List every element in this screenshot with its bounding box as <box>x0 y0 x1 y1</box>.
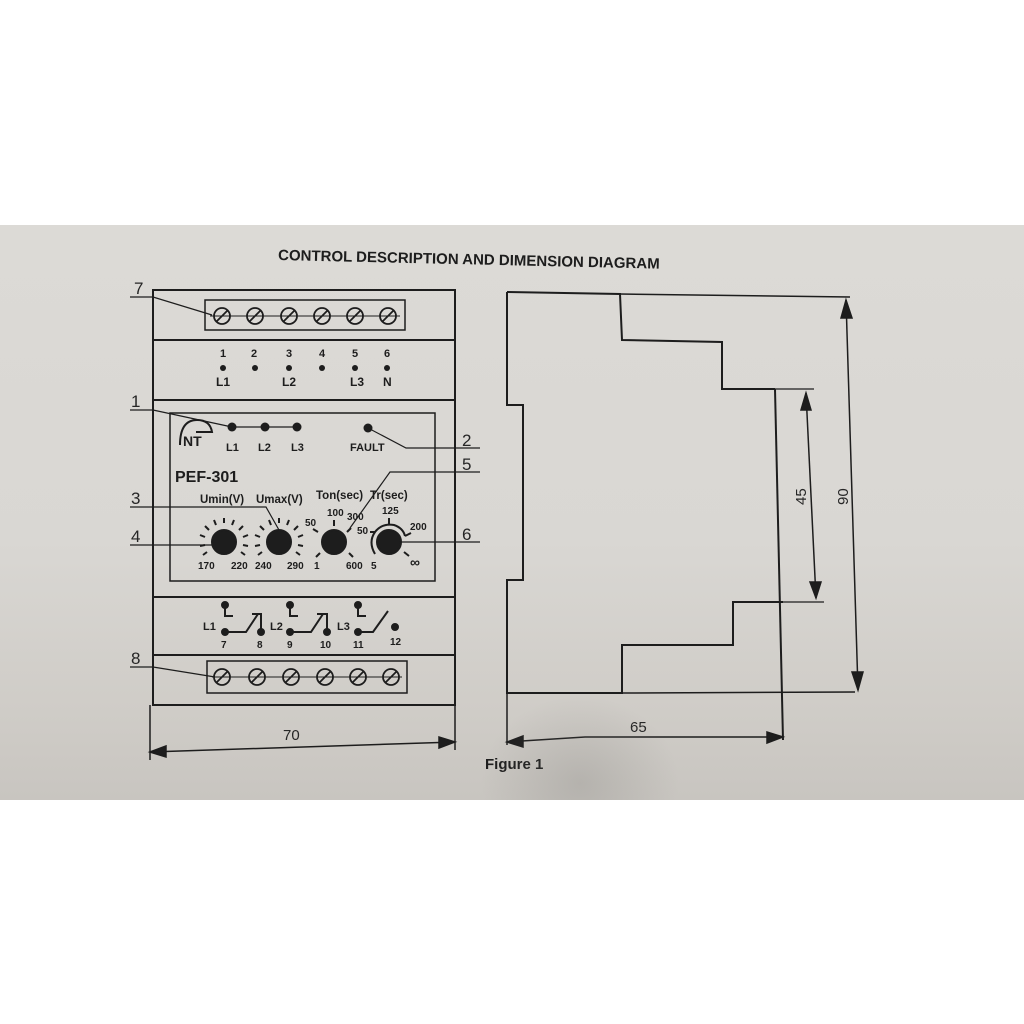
svg-text:Tr(sec): Tr(sec) <box>370 490 408 502</box>
svg-text:50: 50 <box>305 518 317 529</box>
ton-dial[interactable] <box>312 520 354 558</box>
document-photo: CONTROL DESCRIPTION AND DIMENSION DIAGRA… <box>0 225 1024 800</box>
svg-text:1: 1 <box>131 392 140 411</box>
svg-text:11: 11 <box>353 640 364 651</box>
callout-numbers: 7 1 3 4 8 2 5 6 <box>131 279 471 668</box>
dimension-diagram: CONTROL DESCRIPTION AND DIMENSION DIAGRA… <box>130 247 864 773</box>
svg-text:100: 100 <box>327 508 344 519</box>
svg-text:5: 5 <box>371 561 377 572</box>
bottom-screws <box>212 668 402 686</box>
svg-text:300: 300 <box>347 512 364 523</box>
height-dimension <box>840 297 864 693</box>
svg-text:220: 220 <box>231 561 248 572</box>
tr-dial[interactable] <box>370 518 412 557</box>
width-dimension <box>147 705 458 760</box>
front-view <box>152 289 456 706</box>
svg-text:8: 8 <box>257 640 263 651</box>
svg-text:50: 50 <box>357 526 369 537</box>
led-l3 <box>292 422 302 432</box>
dial-labels: Umin(V) Umax(V) Ton(sec) Tr(sec) <box>200 490 408 506</box>
svg-text:10: 10 <box>320 640 332 651</box>
umax-dial[interactable] <box>254 518 304 556</box>
svg-text:1: 1 <box>220 348 226 360</box>
dial-scales: 170 220 240 290 50 100 300 1 600 50 125 … <box>198 506 427 572</box>
svg-text:L3: L3 <box>337 621 350 633</box>
svg-text:4: 4 <box>319 348 326 360</box>
svg-text:2: 2 <box>251 348 257 360</box>
svg-text:9: 9 <box>287 640 293 651</box>
umin-dial[interactable] <box>199 518 249 556</box>
rail-value: 45 <box>793 488 810 505</box>
svg-text:2: 2 <box>462 431 471 450</box>
bottom-terminal-block <box>206 660 408 694</box>
svg-text:8: 8 <box>131 649 140 668</box>
svg-text:Umax(V): Umax(V) <box>256 494 303 506</box>
device-outline <box>152 289 456 706</box>
svg-text:7: 7 <box>221 640 227 651</box>
svg-text:N: N <box>383 375 392 389</box>
svg-text:L2: L2 <box>270 621 283 633</box>
svg-text:7: 7 <box>134 279 143 298</box>
svg-text:L1: L1 <box>226 442 239 454</box>
svg-text:∞: ∞ <box>410 554 420 570</box>
svg-text:L3: L3 <box>291 442 304 454</box>
callout-lines <box>130 296 480 678</box>
side-view <box>506 291 856 741</box>
svg-text:12: 12 <box>390 637 402 648</box>
svg-text:Umin(V): Umin(V) <box>200 494 244 506</box>
top-terminal-labels: 1 2 3 4 5 6 L1 L2 L3 N <box>216 348 392 389</box>
svg-text:4: 4 <box>131 527 140 546</box>
svg-text:6: 6 <box>462 525 471 544</box>
svg-text:3: 3 <box>131 489 140 508</box>
model-name: PEF-301 <box>175 469 238 486</box>
led-indicators: L1 L2 L3 FAULT <box>226 422 385 454</box>
svg-text:3: 3 <box>286 348 292 360</box>
svg-text:240: 240 <box>255 561 272 572</box>
width-value: 70 <box>283 727 300 744</box>
nt-logo-icon: NT <box>179 418 214 449</box>
face-panel <box>169 412 436 582</box>
height-value: 90 <box>835 488 852 505</box>
svg-text:6: 6 <box>384 348 390 360</box>
svg-text:5: 5 <box>352 348 358 360</box>
svg-text:Ton(sec): Ton(sec) <box>316 490 363 502</box>
svg-text:1: 1 <box>314 561 320 572</box>
top-terminal-block <box>204 299 406 331</box>
svg-text:290: 290 <box>287 561 304 572</box>
svg-text:L1: L1 <box>216 375 230 389</box>
diagram-title: CONTROL DESCRIPTION AND DIMENSION DIAGRA… <box>278 247 660 273</box>
svg-text:L2: L2 <box>258 442 271 454</box>
led-l2 <box>260 422 270 432</box>
relay-contacts <box>221 601 399 636</box>
top-screws <box>210 307 400 325</box>
relay-labels: L1 7 8 L2 9 10 L3 11 12 <box>203 621 402 651</box>
svg-text:NT: NT <box>183 433 202 449</box>
svg-text:600: 600 <box>346 561 363 572</box>
depth-dimension <box>504 693 786 749</box>
svg-text:L1: L1 <box>203 621 216 633</box>
svg-text:125: 125 <box>382 506 399 517</box>
svg-text:200: 200 <box>410 522 427 533</box>
svg-text:L2: L2 <box>282 375 296 389</box>
svg-text:170: 170 <box>198 561 215 572</box>
figure-caption: Figure 1 <box>485 756 543 773</box>
depth-value: 65 <box>630 719 647 736</box>
svg-text:FAULT: FAULT <box>350 442 385 454</box>
svg-text:L3: L3 <box>350 375 364 389</box>
rail-dimension <box>799 390 823 601</box>
svg-text:5: 5 <box>462 455 471 474</box>
